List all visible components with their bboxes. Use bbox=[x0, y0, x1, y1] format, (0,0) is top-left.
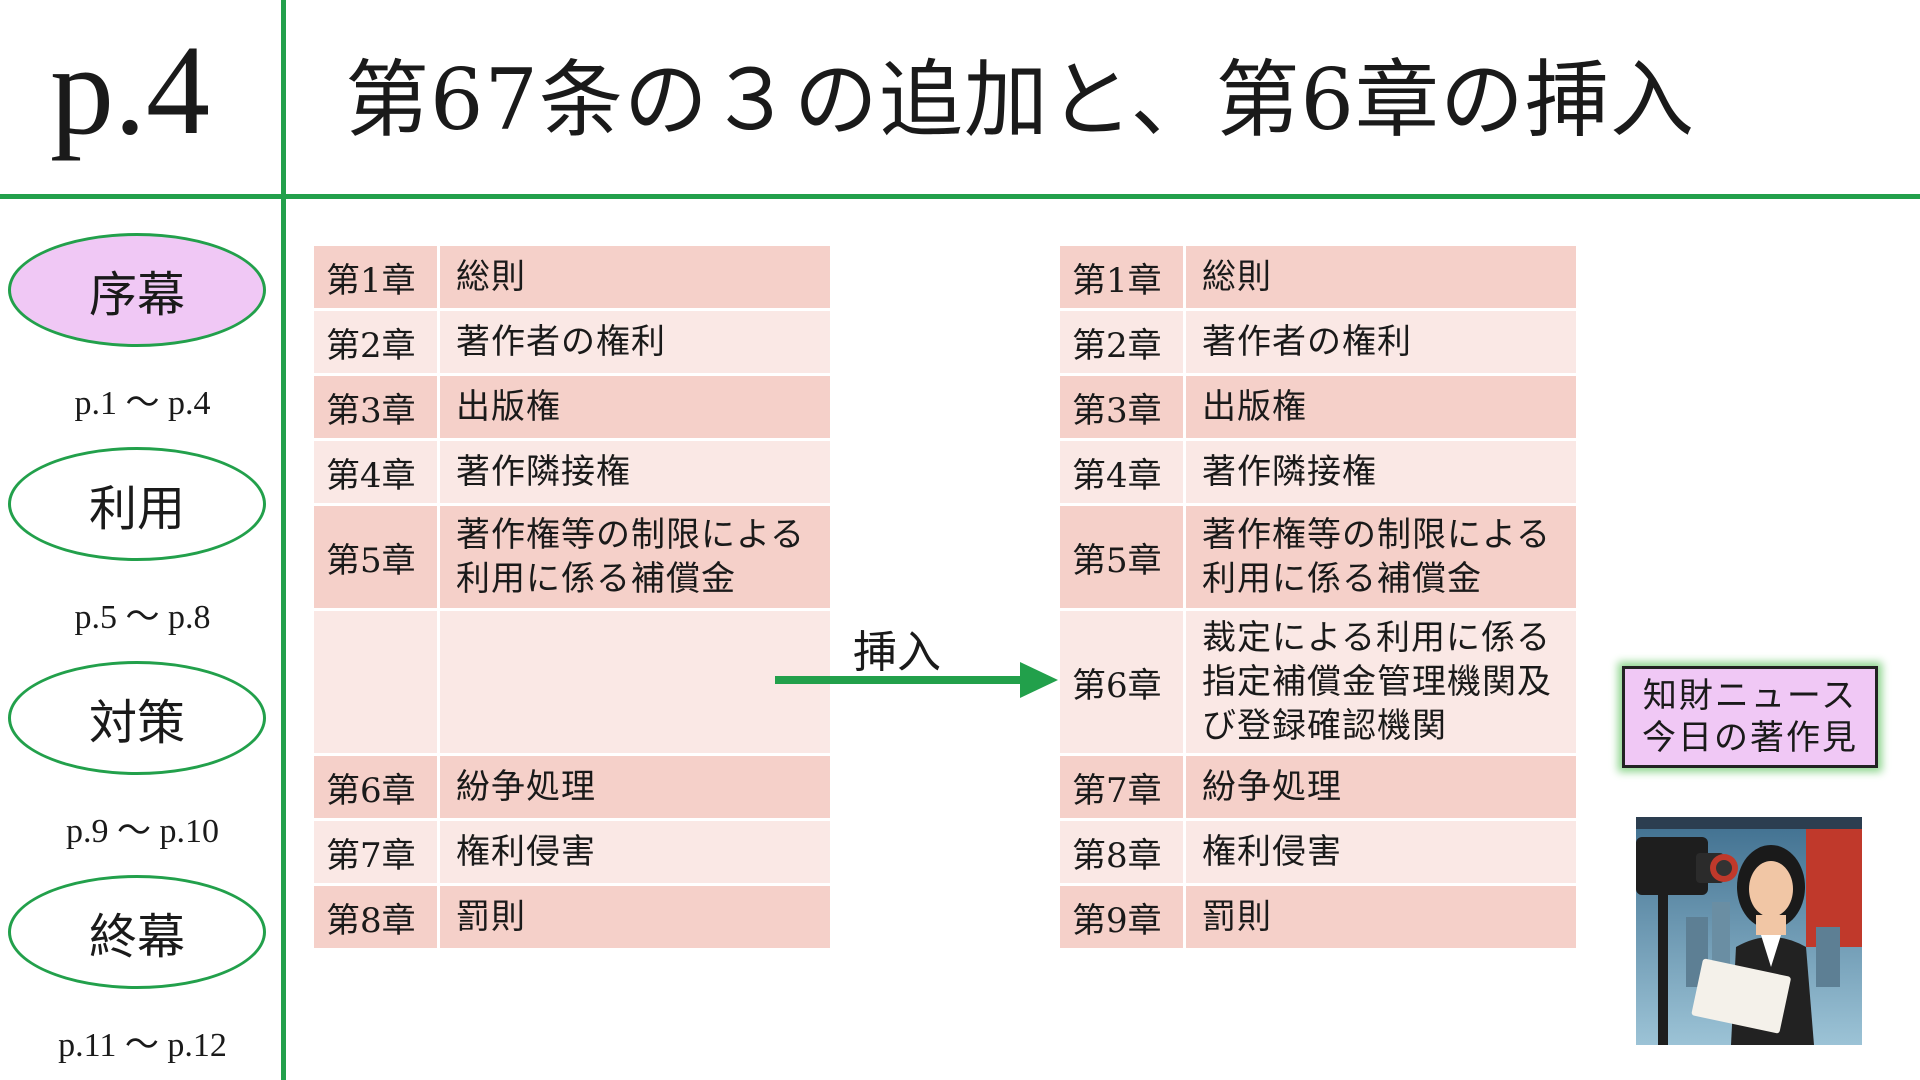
table-row-empty bbox=[314, 611, 830, 756]
nav-item-usage[interactable]: 利用 bbox=[8, 447, 266, 561]
chapter-number: 第7章 bbox=[314, 821, 440, 883]
chapter-number: 第1章 bbox=[314, 246, 440, 308]
chapter-number: 第4章 bbox=[1060, 441, 1186, 503]
table-row: 第2章 著作者の権利 bbox=[314, 311, 830, 376]
chapter-number: 第8章 bbox=[314, 886, 440, 948]
table-row-inserted: 第6章 裁定による利用に係る指定補償金管理機関及び登録確認機関 bbox=[1060, 611, 1576, 756]
chapter-number: 第9章 bbox=[1060, 886, 1186, 948]
nav-item-label: 対策 bbox=[88, 695, 185, 751]
table-row: 第7章 紛争処理 bbox=[1060, 756, 1576, 821]
chapter-title: 罰則 bbox=[1202, 896, 1272, 937]
nav-item-prologue[interactable]: 序幕 bbox=[8, 233, 266, 347]
chapter-title: 著作隣接権 bbox=[456, 451, 631, 492]
chapter-title: 紛争処理 bbox=[1202, 766, 1342, 807]
chapter-number: 第6章 bbox=[1060, 611, 1186, 753]
chapter-number: 第3章 bbox=[314, 376, 440, 438]
insert-label: 挿入 bbox=[853, 627, 941, 678]
nav-range-epilogue: p.11 ～ p.12 bbox=[58, 1027, 227, 1064]
chapter-number: 第4章 bbox=[314, 441, 440, 503]
table-row: 第8章 罰則 bbox=[314, 886, 830, 951]
table-row: 第9章 罰則 bbox=[1060, 886, 1576, 951]
chapter-title: 著作隣接権 bbox=[1202, 451, 1377, 492]
table-row: 第4章 著作隣接権 bbox=[314, 441, 830, 506]
table-row: 第4章 著作隣接権 bbox=[1060, 441, 1576, 506]
nav-item-measures[interactable]: 対策 bbox=[8, 661, 266, 775]
nav-range-measures: p.9 ～ p.10 bbox=[66, 813, 219, 850]
chapter-number: 第1章 bbox=[1060, 246, 1186, 308]
chapter-number: 第6章 bbox=[314, 756, 440, 818]
chapter-table-after: 第1章 総則 第2章 著作者の権利 第3章 出版権 第4章 著作隣接権 第5章 … bbox=[1060, 246, 1576, 951]
table-row: 第5章 著作権等の制限による利用に係る補償金 bbox=[1060, 506, 1576, 611]
page-number: p.4 bbox=[50, 19, 210, 161]
insert-arrow-icon bbox=[775, 662, 1058, 698]
chapter-number: 第3章 bbox=[1060, 376, 1186, 438]
nav-item-label: 序幕 bbox=[88, 267, 185, 323]
nav-item-label: 終幕 bbox=[88, 909, 185, 965]
chapter-title: 総則 bbox=[456, 256, 526, 297]
nav-range-usage: p.5 ～ p.8 bbox=[74, 599, 211, 636]
chapter-number: 第8章 bbox=[1060, 821, 1186, 883]
table-row: 第8章 権利侵害 bbox=[1060, 821, 1576, 886]
chapter-title: 著作権等の制限による利用に係る補償金 bbox=[1202, 514, 1551, 599]
chapter-title: 出版権 bbox=[456, 386, 561, 427]
news-presenter-image bbox=[1636, 817, 1862, 1045]
chapter-title: 著作者の権利 bbox=[1202, 321, 1412, 362]
chapter-title: 裁定による利用に係る指定補償金管理機関及び登録確認機関 bbox=[1202, 617, 1552, 747]
chapter-title: 権利侵害 bbox=[1202, 831, 1342, 872]
chapter-title: 出版権 bbox=[1202, 386, 1307, 427]
chapter-title: 総則 bbox=[1202, 256, 1272, 297]
chapter-table-before: 第1章 総則 第2章 著作者の権利 第3章 出版権 第4章 著作隣接権 第5章 … bbox=[314, 246, 830, 951]
chapter-title: 紛争処理 bbox=[456, 766, 596, 807]
table-row: 第2章 著作者の権利 bbox=[1060, 311, 1576, 376]
chapter-number: 第2章 bbox=[314, 311, 440, 373]
chapter-title: 著作権等の制限による利用に係る補償金 bbox=[456, 514, 805, 599]
chapter-number: 第5章 bbox=[314, 506, 440, 608]
table-row: 第3章 出版権 bbox=[1060, 376, 1576, 441]
page-title: 第67条の３の追加と、第6章の挿入 bbox=[345, 51, 1695, 149]
table-row: 第1章 総則 bbox=[1060, 246, 1576, 311]
table-row: 第1章 総則 bbox=[314, 246, 830, 311]
table-row: 第7章 権利侵害 bbox=[314, 821, 830, 886]
chapter-title: 著作者の権利 bbox=[456, 321, 666, 362]
chapter-title: 罰則 bbox=[456, 896, 526, 937]
nav-item-epilogue[interactable]: 終幕 bbox=[8, 875, 266, 989]
news-title: 知財ニュース bbox=[1642, 675, 1858, 716]
nav-item-label: 利用 bbox=[88, 481, 185, 537]
chapter-title: 権利侵害 bbox=[456, 831, 596, 872]
horizontal-divider bbox=[0, 194, 1920, 199]
chapter-number: 第5章 bbox=[1060, 506, 1186, 608]
chapter-number bbox=[314, 611, 440, 753]
vertical-divider bbox=[281, 0, 286, 1080]
news-subtitle: 今日の著作見 bbox=[1642, 718, 1858, 758]
nav-range-prologue: p.1 ～ p.4 bbox=[74, 385, 211, 422]
chapter-number: 第2章 bbox=[1060, 311, 1186, 373]
chapter-title bbox=[440, 611, 830, 753]
table-row: 第6章 紛争処理 bbox=[314, 756, 830, 821]
table-row: 第5章 著作権等の制限による利用に係る補償金 bbox=[314, 506, 830, 611]
news-link-button[interactable]: 知財ニュース 今日の著作見 bbox=[1622, 666, 1878, 768]
table-row: 第3章 出版権 bbox=[314, 376, 830, 441]
chapter-number: 第7章 bbox=[1060, 756, 1186, 818]
